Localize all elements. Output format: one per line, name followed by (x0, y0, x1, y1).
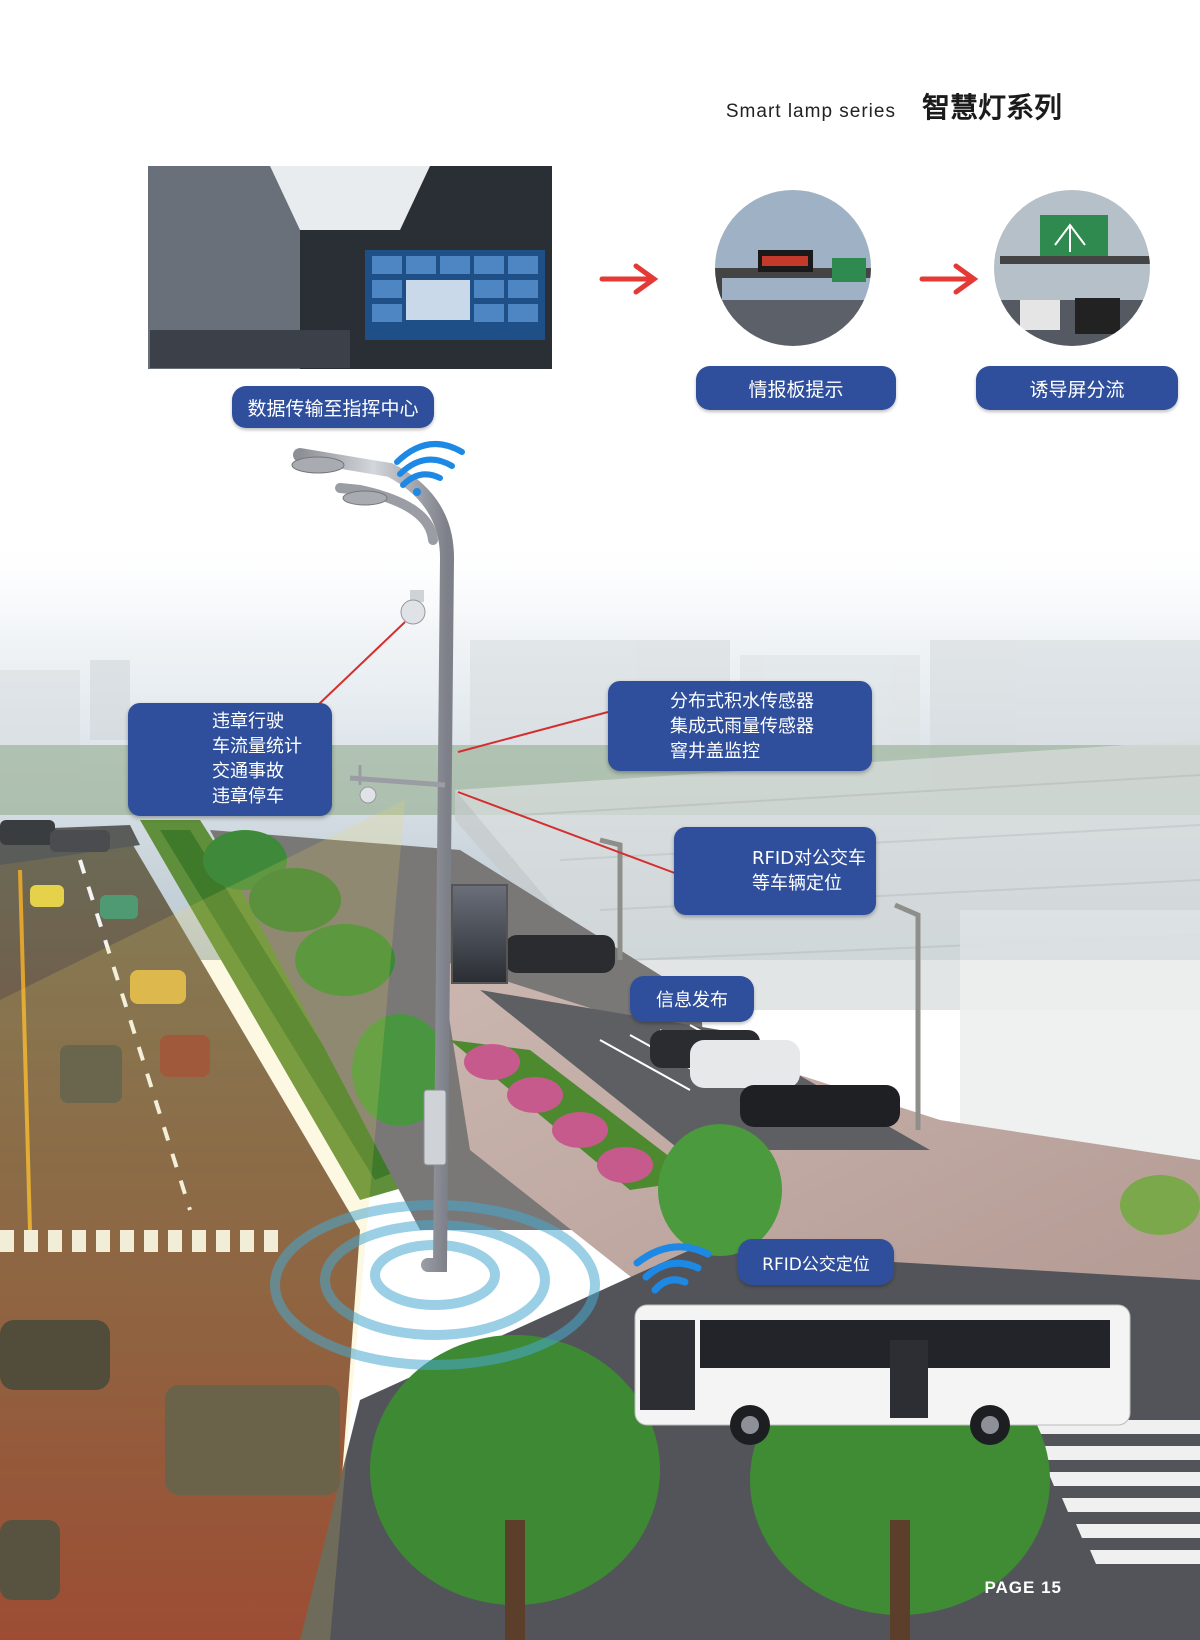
info-release-label: 信息发布 (630, 976, 754, 1022)
camera-callout-line: 车流量统计 (212, 736, 302, 757)
leader-lines (317, 621, 681, 876)
page-header: Smart lamp series 智慧灯系列 (726, 86, 1062, 126)
rfid-vehicle-callout-line: 等车辆定位 (752, 873, 842, 894)
crosswalk-left (0, 1230, 278, 1252)
flower-beds (450, 1040, 700, 1190)
rfid-vehicle-callout: RFID对公交车 等车辆定位 (674, 827, 876, 915)
wifi-icon (633, 1243, 712, 1294)
header-title-en: Smart lamp series (725, 101, 896, 122)
rfid-bus-label: RFID公交定位 (738, 1239, 894, 1285)
guidance-screen-label: 诱导屏分流 (976, 366, 1178, 410)
camera-coverage-cone (0, 800, 405, 1640)
smart-lamp-pole (291, 448, 508, 1272)
background-poles (599, 837, 921, 1130)
rfid-vehicle-callout-line: RFID对公交车 (752, 848, 867, 869)
camera-callout: 违章行驶 车流量统计 交通事故 违章停车 (128, 703, 332, 816)
camera-callout-line: 交通事故 (212, 761, 284, 782)
camera-callout-line: 违章停车 (212, 786, 284, 807)
arrow-right-icon (599, 263, 659, 295)
camera-callout-line: 违章行驶 (212, 711, 284, 732)
guidance-screen-photo (993, 189, 1151, 347)
header-title-zh: 智慧灯系列 (921, 91, 1062, 124)
page-number: PAGE 15 (984, 1578, 1062, 1597)
bus (634, 1304, 1131, 1445)
sensors-callout: 分布式积水传感器 集成式雨量传感器 窨井盖监控 (608, 681, 872, 771)
cars (0, 820, 900, 1600)
info-board-label: 情报板提示 (696, 366, 896, 410)
sensors-callout-line: 集成式雨量传感器 (670, 716, 814, 737)
sensors-callout-line: 分布式积水传感器 (670, 691, 814, 712)
arrow-right-icon (919, 263, 979, 295)
info-board-photo (714, 189, 872, 347)
wifi-icon (394, 441, 465, 496)
command-center-photo (148, 166, 552, 369)
command-center-label: 数据传输至指挥中心 (232, 386, 434, 428)
sensors-callout-line: 窨井盖监控 (670, 741, 760, 762)
